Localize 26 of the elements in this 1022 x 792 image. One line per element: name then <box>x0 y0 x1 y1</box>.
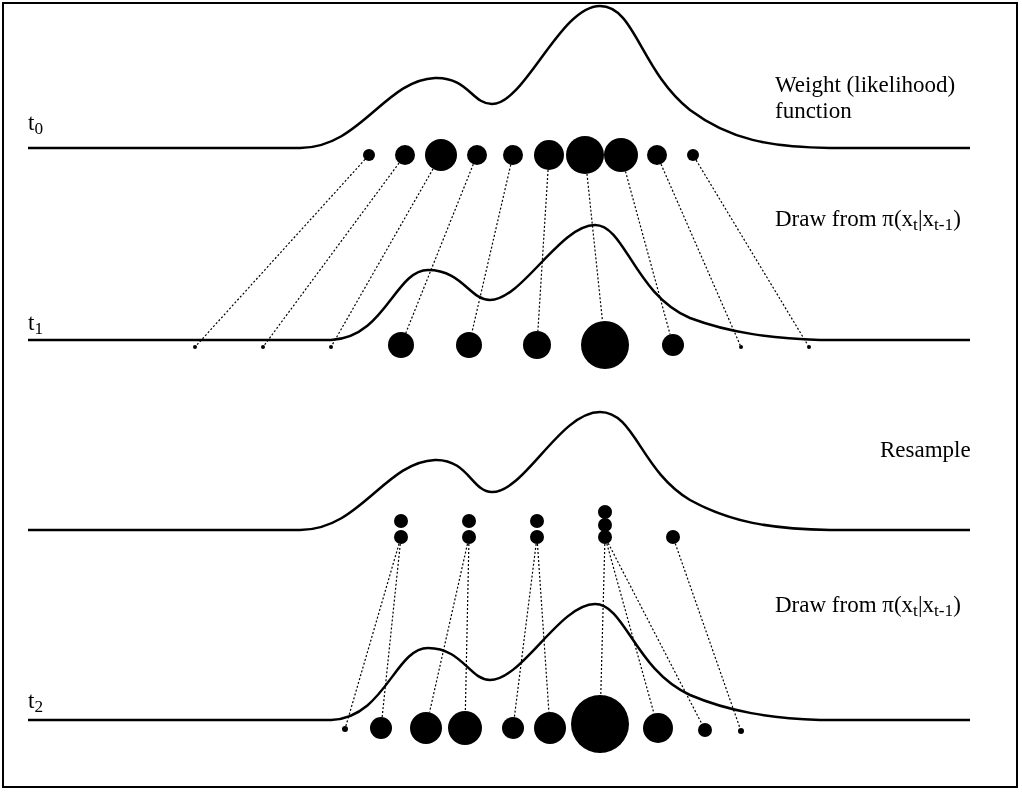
time-step-label: t$_{0}$ <box>28 110 43 137</box>
dotted-line <box>537 169 549 332</box>
dotted-line <box>428 543 469 713</box>
dotted-line <box>405 163 474 334</box>
step-label: Draw from π(x$_{t}$|x$_{t-1}$) <box>775 592 961 619</box>
dotted-line <box>624 170 671 335</box>
time-step-label: t$_{1}$ <box>28 310 43 337</box>
dotted-line <box>331 168 434 346</box>
step-label: Weight (likelihood) function <box>775 72 957 125</box>
dotted-line <box>674 543 741 729</box>
dotted-line <box>586 173 604 322</box>
dotted-line <box>381 543 401 718</box>
dotted-line <box>600 543 606 696</box>
dotted-line <box>513 543 537 718</box>
dotted-line <box>607 542 703 725</box>
time-step-label: t$_{2}$ <box>28 688 43 715</box>
dotted-line <box>195 158 366 347</box>
dotted-line <box>263 162 400 346</box>
dotted-line <box>660 163 741 346</box>
dotted-line <box>464 543 470 712</box>
dotted-line <box>695 159 809 346</box>
dotted-line <box>345 543 400 727</box>
step-label: Resample <box>880 437 971 464</box>
step-label: Draw from π(x$_{t}$|x$_{t-1}$) <box>775 206 961 233</box>
dotted-line <box>471 164 512 333</box>
dotted-line <box>536 543 550 713</box>
